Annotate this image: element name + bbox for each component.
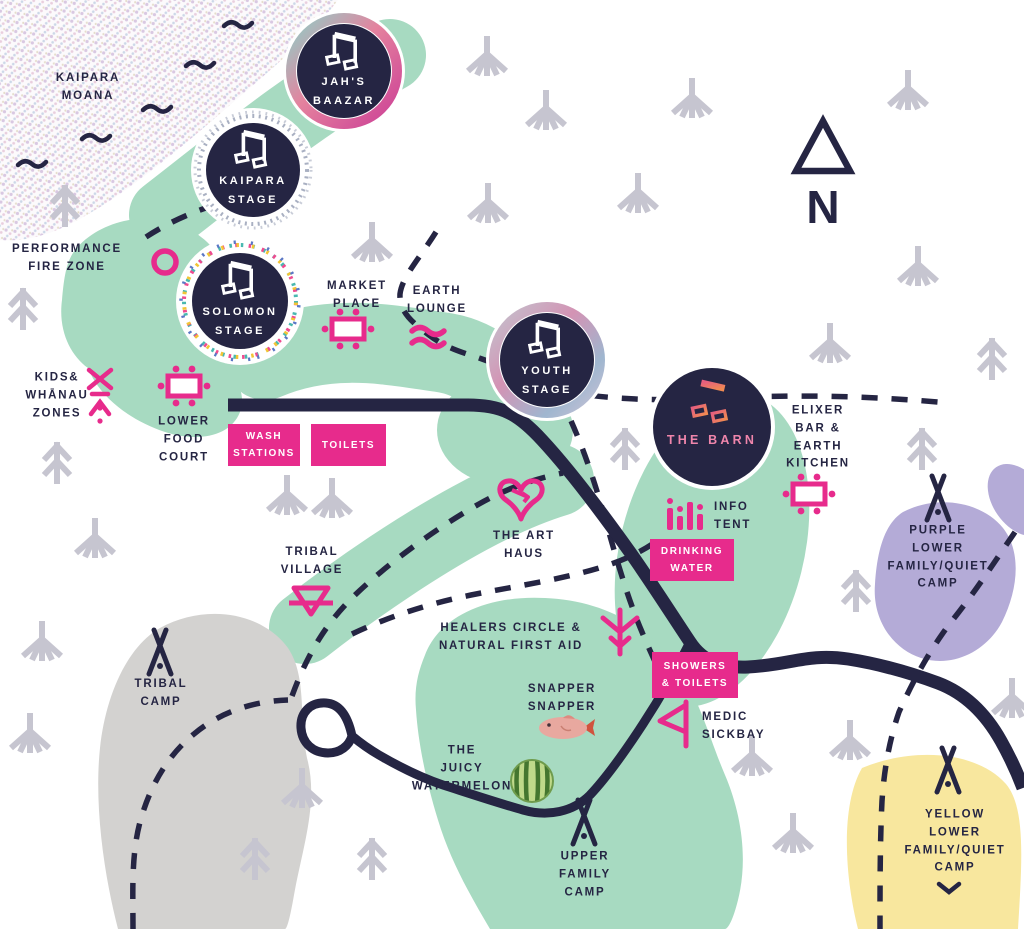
info-tent-bars-icon <box>667 498 703 530</box>
earth-lounge-waves-icon <box>409 324 447 350</box>
north-triangle-icon <box>790 114 856 175</box>
kids-whanau-zones-label: KIDS&WHĀNAU ZONES <box>25 371 89 419</box>
medic-flag-icon <box>657 699 689 749</box>
stage-circle-kaipara[interactable] <box>191 108 315 232</box>
north-label: N <box>806 181 840 233</box>
kaipara-moana-label: KAIPARA MOANA <box>55 72 121 102</box>
performance-fire-zone-label: PERFORMANCE FIRE ZONE <box>12 243 122 273</box>
toilets-button[interactable]: TOILETS <box>311 424 386 466</box>
fire-zone-icon <box>151 248 179 276</box>
kids-whanau-figure-icon <box>86 367 114 424</box>
watermelon-image <box>510 759 554 803</box>
healers-bird-icon <box>600 607 640 657</box>
yellow-camp-zone <box>846 754 1022 929</box>
dashed-paths <box>130 202 1018 929</box>
tribal-camp-zone <box>98 613 312 929</box>
yellow-camp-chevron-icon <box>936 881 962 895</box>
stage-circle-jahs-baazar[interactable] <box>283 10 405 132</box>
sea-halftone-area <box>0 0 338 241</box>
snapper-fish-image <box>539 715 595 739</box>
the-barn-label: THE BARN <box>666 433 758 447</box>
stage-circle-the-barn[interactable] <box>649 364 775 490</box>
stage-circle-youth[interactable] <box>486 299 608 421</box>
water-wave-icons <box>15 20 255 169</box>
art-haus-heart-icon <box>497 478 545 522</box>
purple-camp-zone <box>874 463 1024 661</box>
stage-circle-solomon[interactable] <box>164 225 317 378</box>
purple-camp-tent-icon <box>927 476 949 520</box>
healers-circle-label: HEALERS CIRCLE &NATURAL FIRST AID <box>438 622 584 652</box>
tribal-village-earth-icon <box>289 585 333 617</box>
showers-toilets-button[interactable]: SHOWERS& TOILETS <box>652 652 738 698</box>
